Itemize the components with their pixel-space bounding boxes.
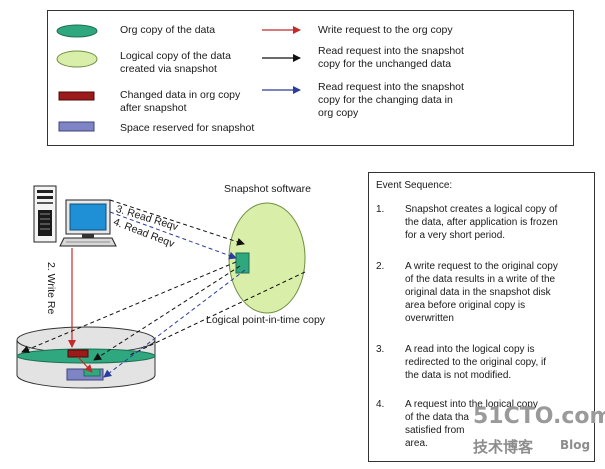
event-2-line-4: area before original copy is: [405, 300, 526, 311]
event-3-line-2: redirected to the original copy, if: [405, 357, 547, 368]
event-4-line-4: area.: [405, 438, 428, 449]
event-2-line-3: original data in the snapshot disk: [405, 287, 551, 298]
watermark-subtitle: 技术博客: [473, 438, 534, 456]
redirect-read-arrow-2: [93, 265, 241, 361]
read-4-arrow: [109, 211, 237, 260]
event-2-line-2: of the data results in a write of the: [405, 274, 556, 285]
legend-read-changing-label-3: org copy: [318, 107, 359, 119]
legend-reserved-space-swatch: [58, 121, 95, 132]
write-2-label: 2. Write Re: [45, 262, 57, 315]
event-3-number: 3.: [376, 344, 385, 355]
event-sequence-title: Event Sequence:: [376, 180, 453, 191]
redirect-changed-read-arrow: [103, 269, 246, 378]
redirect-read-arrow-1: [21, 261, 237, 353]
legend-org-copy-label: Org copy of the data: [120, 24, 216, 36]
disk-cylinder-icon: [16, 326, 156, 389]
copy-on-write-arrow: [77, 356, 93, 373]
watermark-brand: 51CTO.com: [473, 404, 605, 429]
read-3-arrow: [109, 199, 245, 246]
legend-logical-copy-swatch: [56, 50, 98, 68]
legend-read-unchanged-label-2: copy for the unchanged data: [318, 58, 452, 70]
legend-read-changing-label-1: Read request into the snapshot: [318, 81, 464, 93]
snapshot-software-label: Snapshot software: [224, 183, 311, 195]
event-4-number: 4.: [376, 399, 385, 410]
event-1-line-3: for a very short period.: [405, 230, 506, 241]
disk-snapshot-copy-block: [83, 368, 101, 377]
redirect-read-arrow-3: [129, 271, 306, 356]
event-4-line-1: A request into the logical copy: [405, 399, 538, 410]
event-4-line-2: of the data tha: [405, 412, 469, 423]
legend-box: [47, 10, 574, 146]
legend-changed-data-label-2: after snapshot: [120, 102, 187, 114]
legend-write-arrow-label: Write request to the org copy: [318, 24, 453, 36]
legend-reserved-space-label: Space reserved for snapshot: [120, 122, 255, 134]
event-2-line-5: overwritten: [405, 313, 454, 324]
event-sequence-box: [368, 172, 595, 462]
event-2-line-1: A write request to the original copy: [405, 261, 558, 272]
event-4-line-3: satisfied from: [405, 425, 465, 436]
legend-read-changing-label-2: copy for the changing data in: [318, 94, 453, 106]
legend-changed-data-label-1: Changed data in org copy: [120, 89, 241, 101]
desktop-computer-icon: [33, 185, 117, 247]
event-3-line-3: the data is not modified.: [405, 370, 512, 381]
event-1-line-1: Snapshot creates a logical copy of: [405, 204, 558, 215]
logical-copy-block: [235, 252, 250, 274]
event-1-number: 1.: [376, 204, 385, 215]
legend-read-unchanged-label-1: Read request into the snapshot: [318, 45, 464, 57]
event-1-line-2: the data, after application is frozen: [405, 217, 558, 228]
watermark-blog: Blog: [560, 438, 591, 452]
logical-copy-label: Logical point-in-time copy: [206, 314, 326, 326]
disk-changed-data-block: [67, 349, 89, 358]
event-3-line-1: A read into the logical copy is: [405, 344, 535, 355]
legend-changed-data-swatch: [58, 91, 95, 101]
legend-logical-copy-label-2: created via snapshot: [120, 63, 217, 75]
event-2-number: 2.: [376, 261, 385, 272]
legend-logical-copy-label-1: Logical copy of the data: [120, 50, 231, 62]
legend-org-copy-swatch: [56, 24, 98, 38]
